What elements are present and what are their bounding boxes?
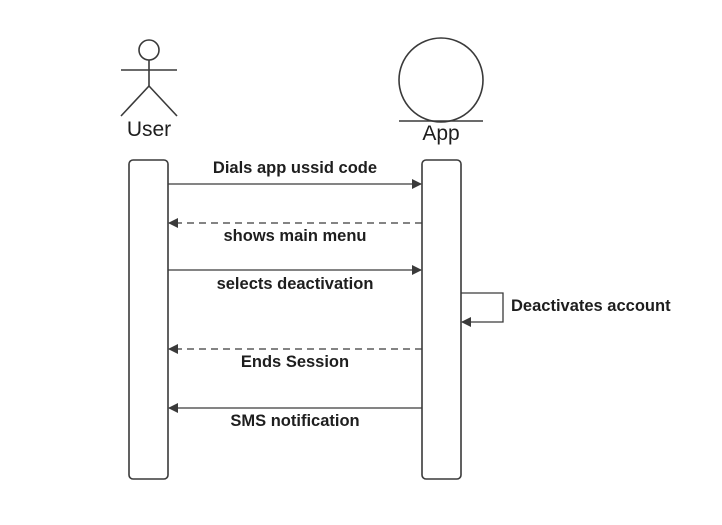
app-activation-bar [421, 159, 462, 480]
message-label: shows main menu [223, 227, 366, 245]
message-selects-deactivation: selects deactivation [168, 265, 422, 293]
actor-label-user: User [127, 118, 171, 141]
app-actor: App [398, 37, 484, 145]
message-sms-notification: SMS notification [168, 403, 422, 430]
self-message-arrow [461, 292, 504, 327]
message-ends-session: Ends Session [168, 344, 422, 371]
user-activation-bar [128, 159, 169, 480]
circle-entity-icon [398, 37, 484, 123]
message-label: SMS notification [230, 412, 359, 430]
stick-figure-icon [120, 39, 178, 117]
message-label: Deactivates account [511, 297, 671, 315]
message-label: selects deactivation [217, 275, 374, 293]
message-dials-app-ussid-code: Dials app ussid code [168, 159, 422, 189]
user-actor: User [120, 39, 178, 141]
actor-label-app: App [422, 122, 459, 145]
message-label: Dials app ussid code [213, 159, 377, 177]
message-deactivates-account: Deactivates account [461, 292, 671, 327]
message-shows-main-menu: shows main menu [168, 218, 422, 245]
message-label: Ends Session [241, 353, 349, 371]
